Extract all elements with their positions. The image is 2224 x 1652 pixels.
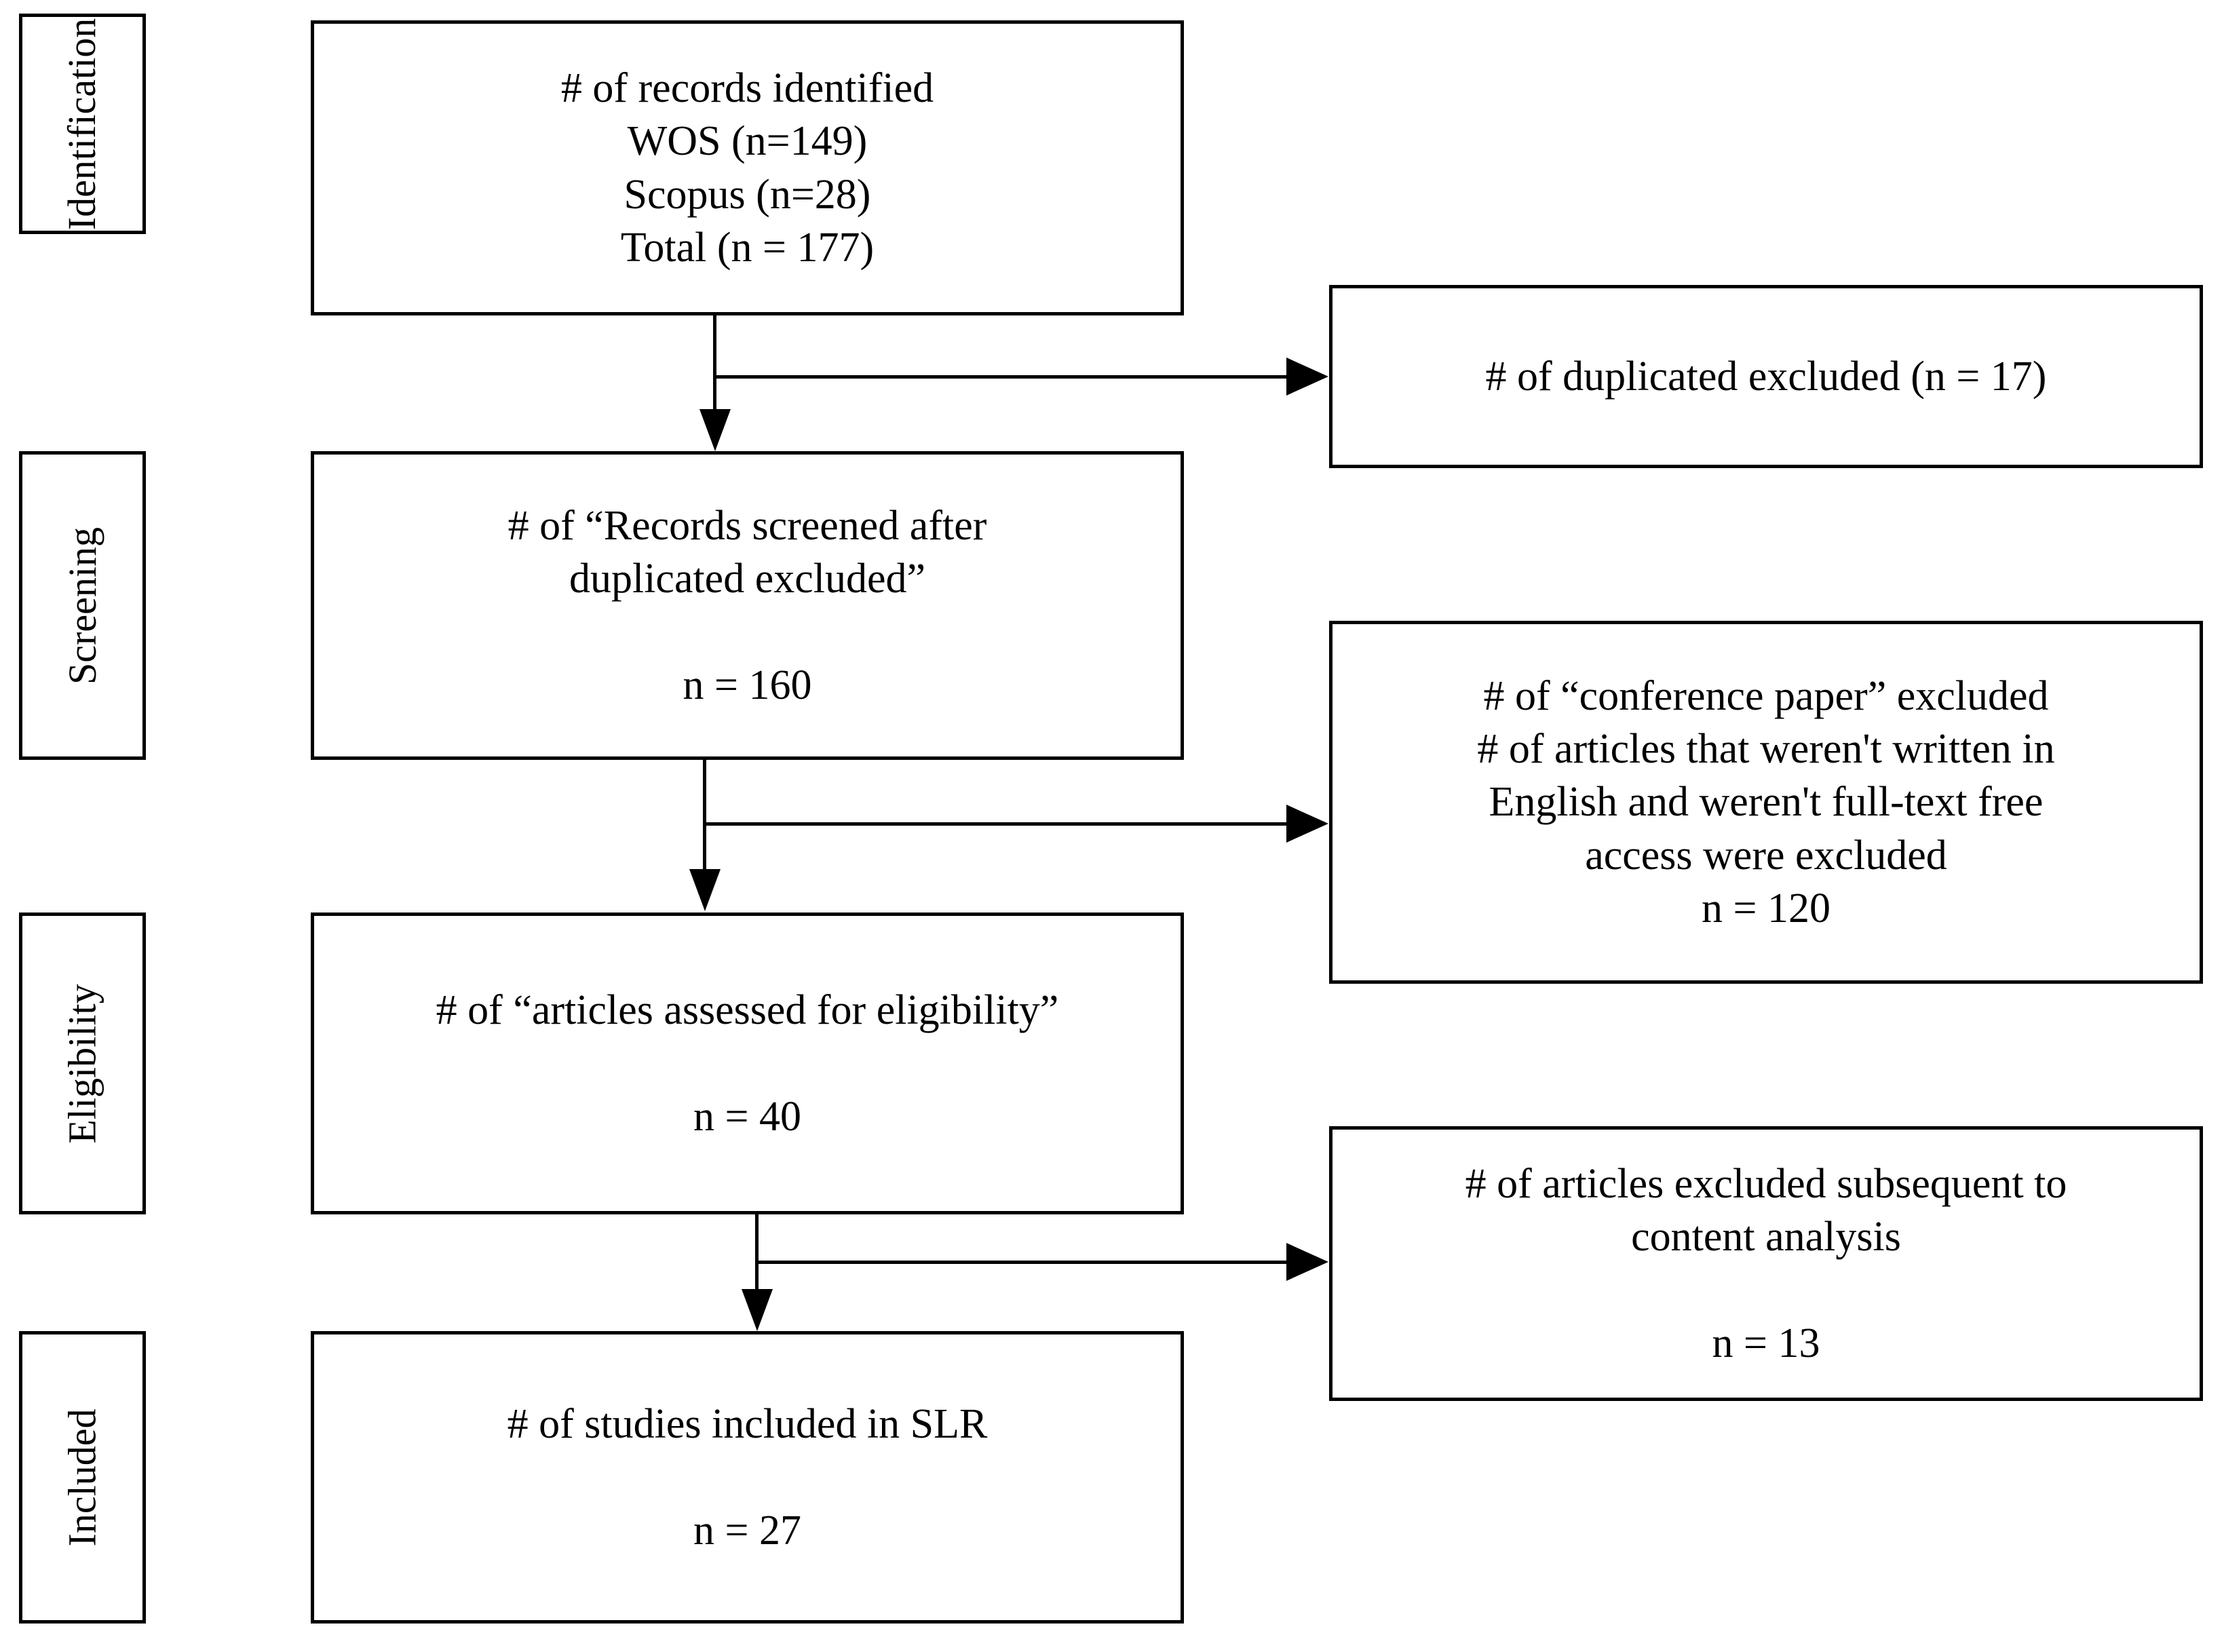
box-duplicates-excluded-text: # of duplicated excluded (n = 17) bbox=[1485, 353, 2047, 400]
box-records-screened: # of “Records screened after duplicated … bbox=[311, 451, 1184, 760]
stage-label-eligibility-text: Eligibility bbox=[60, 983, 104, 1144]
box-content-analysis-excluded: # of articles excluded subsequent to con… bbox=[1329, 1126, 2203, 1401]
connector-1-branch-horizontal bbox=[713, 375, 1288, 379]
connector-3-arrow-right-icon bbox=[1286, 1243, 1328, 1281]
box-content-analysis-excluded-text: # of articles excluded subsequent to con… bbox=[1465, 1161, 2067, 1366]
connector-2-arrow-right-icon bbox=[1286, 805, 1328, 843]
box-studies-included-text: # of studies included in SLR n = 27 bbox=[507, 1401, 988, 1554]
stage-label-eligibility: Eligibility bbox=[19, 913, 146, 1214]
box-records-identified: # of records identified WOS (n=149) Scop… bbox=[311, 20, 1184, 315]
connector-2-branch-horizontal bbox=[703, 822, 1288, 826]
stage-label-identification-text: Identification bbox=[60, 18, 104, 230]
connector-2-vertical bbox=[703, 760, 706, 870]
box-records-identified-text: # of records identified WOS (n=149) Scop… bbox=[560, 65, 934, 271]
box-duplicates-excluded: # of duplicated excluded (n = 17) bbox=[1329, 285, 2203, 468]
box-articles-assessed-text: # of “articles assessed for eligibility”… bbox=[436, 987, 1059, 1140]
stage-label-included: Included bbox=[19, 1331, 146, 1624]
connector-3-vertical bbox=[755, 1214, 759, 1291]
stage-label-included-text: Included bbox=[60, 1408, 104, 1546]
box-conference-paper-excluded: # of “conference paper” excluded # of ar… bbox=[1329, 621, 2203, 984]
box-studies-included: # of studies included in SLR n = 27 bbox=[311, 1331, 1184, 1624]
box-conference-paper-excluded-text: # of “conference paper” excluded # of ar… bbox=[1477, 673, 2055, 931]
connector-3-branch-horizontal bbox=[755, 1261, 1288, 1264]
box-articles-assessed: # of “articles assessed for eligibility”… bbox=[311, 913, 1184, 1214]
stage-label-identification: Identification bbox=[19, 14, 146, 234]
connector-1-arrow-down-icon bbox=[699, 409, 731, 451]
connector-1-arrow-right-icon bbox=[1286, 358, 1328, 396]
connector-3-arrow-down-icon bbox=[742, 1289, 773, 1331]
stage-label-screening: Screening bbox=[19, 451, 146, 760]
box-records-screened-text: # of “Records screened after duplicated … bbox=[507, 503, 987, 708]
connector-1-vertical bbox=[713, 315, 716, 410]
connector-2-arrow-down-icon bbox=[689, 869, 721, 911]
stage-label-screening-text: Screening bbox=[60, 526, 104, 685]
